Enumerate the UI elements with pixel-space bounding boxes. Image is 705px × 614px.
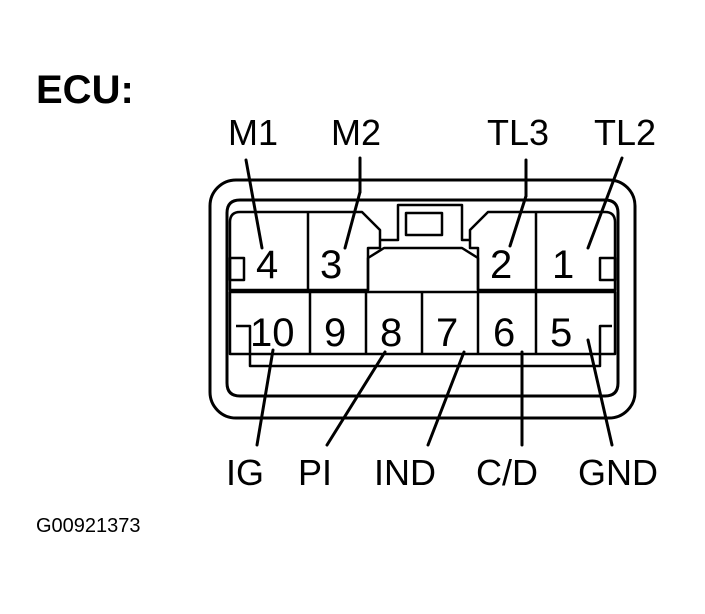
pin-block-right bbox=[468, 210, 617, 292]
leader-pi bbox=[325, 350, 387, 447]
leader-ig bbox=[255, 348, 275, 447]
label-ig: IG bbox=[226, 452, 264, 493]
lower-pin-row bbox=[228, 290, 617, 368]
center-recess bbox=[366, 246, 480, 290]
leader-m2-b bbox=[343, 190, 362, 250]
label-cd: C/D bbox=[476, 452, 538, 493]
diagram-title: ECU: bbox=[36, 68, 134, 112]
pin-3: 3 bbox=[320, 243, 342, 287]
label-m1: M1 bbox=[228, 112, 278, 153]
leader-gnd bbox=[586, 338, 614, 447]
pin-8: 8 bbox=[380, 311, 402, 355]
label-tl3: TL3 bbox=[487, 112, 549, 153]
pin-10: 10 bbox=[250, 311, 295, 355]
pin-1: 1 bbox=[552, 243, 574, 287]
pin-9: 9 bbox=[324, 311, 346, 355]
pin-7: 7 bbox=[436, 311, 458, 355]
pin-block-left bbox=[228, 210, 382, 292]
right-notch bbox=[598, 256, 617, 282]
label-m2: M2 bbox=[331, 112, 381, 153]
pin-6: 6 bbox=[493, 311, 515, 355]
leader-tl3-b bbox=[508, 194, 528, 248]
label-ind: IND bbox=[374, 452, 436, 493]
leader-m1 bbox=[244, 158, 264, 250]
lower-tray bbox=[236, 324, 612, 368]
center-key bbox=[380, 203, 470, 242]
upper-pin-row bbox=[228, 203, 617, 292]
center-key-window bbox=[404, 211, 444, 237]
figure-code: G00921373 bbox=[36, 515, 141, 537]
leader-tl2 bbox=[586, 156, 624, 250]
label-tl2: TL2 bbox=[594, 112, 656, 153]
label-pi: PI bbox=[298, 452, 332, 493]
pin-2: 2 bbox=[490, 243, 512, 287]
connector-housing-outer bbox=[208, 178, 637, 420]
pin-5: 5 bbox=[550, 311, 572, 355]
label-gnd: GND bbox=[578, 452, 658, 493]
pin-4: 4 bbox=[256, 243, 278, 287]
connector-housing-inner bbox=[225, 198, 620, 398]
left-notch bbox=[228, 256, 246, 282]
leader-ind bbox=[426, 350, 466, 447]
